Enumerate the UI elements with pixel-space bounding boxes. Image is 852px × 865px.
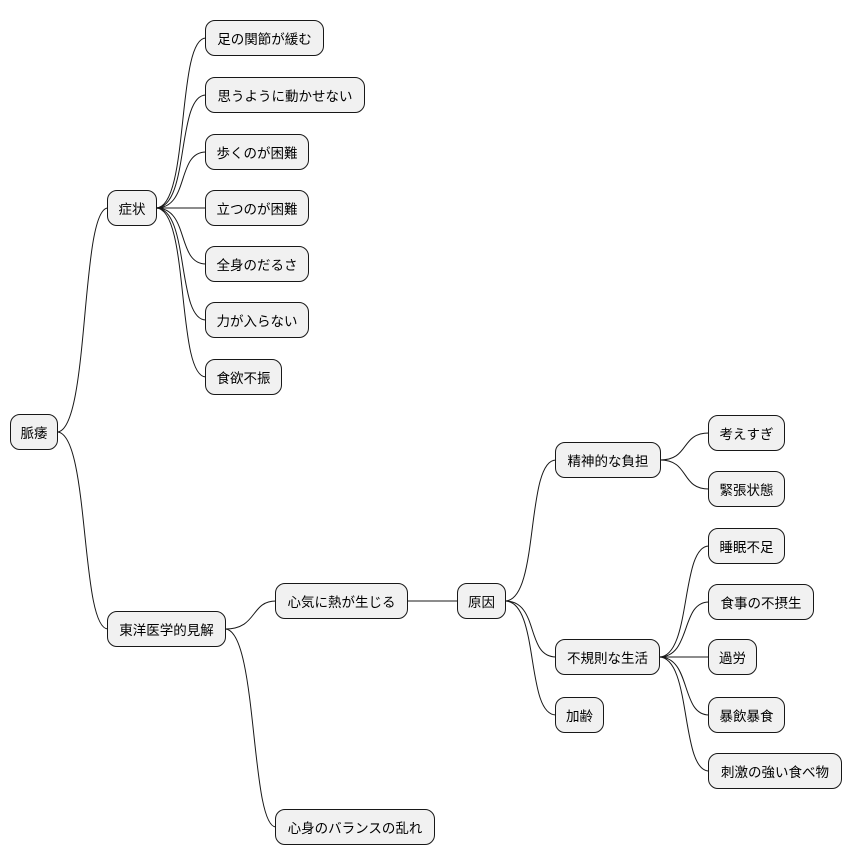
edge-lifestyle-item-2 — [658, 601, 710, 658]
cause-node[interactable]: 原因 — [457, 583, 506, 619]
edge-root-symptoms — [56, 207, 109, 433]
edge-symptoms-item-2 — [155, 94, 207, 209]
edge-eastern-balance — [224, 628, 277, 828]
symptoms-node[interactable]: 症状 — [107, 190, 157, 226]
edge-symptoms-item-7 — [155, 207, 207, 378]
edge-cause-lifestyle — [504, 600, 557, 658]
edge-lifestyle-item-1 — [658, 545, 710, 658]
edge-symptoms-item-6 — [155, 207, 207, 321]
symptom-item[interactable]: 全身のだるさ — [205, 246, 309, 282]
lifestyle-item[interactable]: 過労 — [708, 639, 757, 675]
symptom-item[interactable]: 食欲不振 — [205, 359, 282, 395]
edge-cause-mental — [504, 459, 557, 602]
root-node[interactable]: 脈痿 — [10, 414, 58, 450]
heart-heat-node[interactable]: 心気に熱が生じる — [275, 583, 408, 619]
edge-eastern-heat — [224, 600, 277, 630]
irregular-life-node[interactable]: 不規則な生活 — [555, 639, 660, 675]
edge-root-eastern — [56, 431, 109, 630]
edge-lifestyle-item-4 — [658, 656, 710, 716]
aging-node[interactable]: 加齢 — [555, 697, 604, 733]
symptom-item[interactable]: 思うように動かせない — [205, 77, 365, 113]
edge-symptoms-item-3 — [155, 151, 207, 209]
edge-symptoms-item-1 — [155, 37, 207, 209]
mind-body-imbalance-node[interactable]: 心身のバランスの乱れ — [275, 809, 435, 845]
mental-burden-node[interactable]: 精神的な負担 — [555, 442, 661, 478]
edge-mental-item-2 — [659, 459, 710, 490]
mental-item[interactable]: 考えすぎ — [708, 415, 785, 451]
eastern-view-node[interactable]: 東洋医学的見解 — [107, 611, 226, 647]
symptom-item[interactable]: 力が入らない — [205, 302, 309, 338]
symptom-item[interactable]: 立つのが困難 — [205, 190, 309, 226]
lifestyle-item[interactable]: 睡眠不足 — [708, 528, 785, 564]
mental-item[interactable]: 緊張状態 — [708, 471, 785, 507]
lifestyle-item[interactable]: 暴飲暴食 — [708, 697, 785, 733]
edge-mental-item-1 — [659, 432, 710, 461]
edge-cause-aging — [504, 600, 557, 716]
edge-symptoms-item-5 — [155, 207, 207, 265]
lifestyle-item[interactable]: 刺激の強い食べ物 — [708, 753, 842, 789]
symptom-item[interactable]: 足の関節が緩む — [205, 20, 324, 56]
lifestyle-item[interactable]: 食事の不摂生 — [708, 584, 814, 620]
symptom-item[interactable]: 歩くのが困難 — [205, 134, 309, 170]
edge-lifestyle-item-5 — [658, 656, 710, 772]
